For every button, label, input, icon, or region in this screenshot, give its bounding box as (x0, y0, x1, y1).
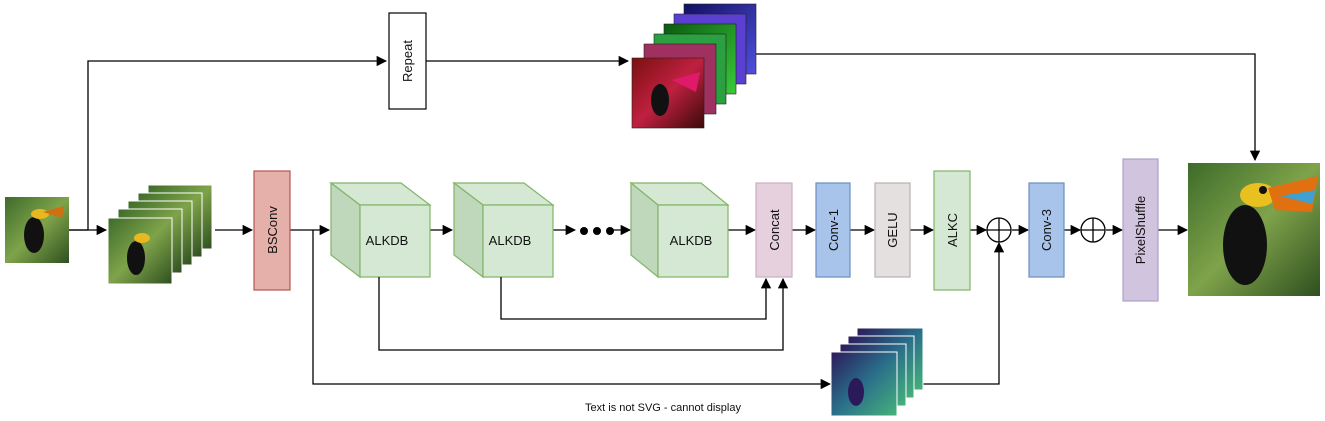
concat-label: Concat (767, 209, 782, 251)
add-node-2 (1080, 217, 1106, 243)
alkdb-label-2: ALKDB (489, 233, 532, 248)
repeat-label: Repeat (400, 40, 415, 82)
gelu-label: GELU (885, 212, 900, 247)
conv1-box (815, 182, 851, 278)
concat-box (755, 182, 793, 278)
pixelshuffle-box (1122, 158, 1159, 302)
bsconv-label: BSConv (265, 206, 280, 254)
input-image (5, 197, 69, 263)
conv3-box (1028, 182, 1065, 278)
feature-map-stack (830, 327, 924, 417)
conv3-label: Conv-3 (1039, 209, 1054, 251)
bsconv-box (253, 170, 291, 291)
alkc-label: ALKC (945, 213, 960, 247)
skip-connections (312, 230, 1005, 390)
feature-stack (107, 184, 213, 285)
conv1-label: Conv-1 (826, 209, 841, 251)
repeated-rgb-stack (631, 3, 757, 129)
alkdb-block-2: ALKDB (452, 181, 555, 279)
alkdb-block-1: ALKDB (329, 181, 432, 279)
output-image (1188, 163, 1320, 296)
ellipsis-dots (580, 227, 614, 235)
pixelshuffle-label: PixelShuffle (1133, 196, 1148, 264)
alkdb-label-3: ALKDB (670, 233, 713, 248)
alkc-box (933, 170, 971, 291)
alkdb-block-3: ALKDB (629, 181, 730, 279)
alkdb-label-1: ALKDB (366, 233, 409, 248)
footer-note: Text is not SVG - cannot display (585, 402, 741, 414)
repeat-box (388, 12, 427, 110)
gelu-box (874, 182, 911, 278)
add-node-1 (986, 217, 1012, 243)
